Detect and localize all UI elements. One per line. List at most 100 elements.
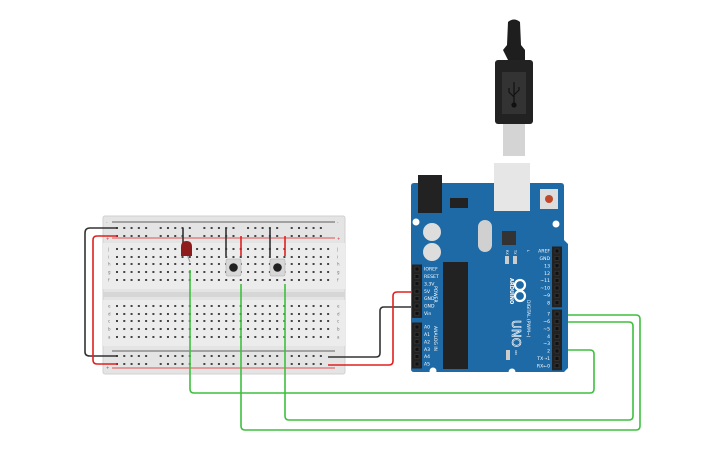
breadboard-hole[interactable]	[319, 271, 322, 273]
breadboard-hole[interactable]	[210, 271, 213, 273]
breadboard-hole[interactable]	[312, 305, 315, 307]
breadboard-hole[interactable]	[152, 336, 155, 338]
rail-hole[interactable]	[166, 363, 169, 365]
breadboard-hole[interactable]	[203, 248, 206, 250]
breadboard-hole[interactable]	[159, 256, 162, 258]
rail-hole[interactable]	[174, 227, 177, 229]
breadboard-hole[interactable]	[232, 320, 235, 322]
breadboard-hole[interactable]	[188, 263, 191, 265]
breadboard-hole[interactable]	[319, 256, 322, 258]
header-pin[interactable]	[554, 263, 560, 269]
rail-hole[interactable]	[305, 235, 308, 237]
rail-hole[interactable]	[137, 227, 140, 229]
header-pin[interactable]	[554, 278, 560, 283]
rail-hole[interactable]	[290, 227, 293, 229]
breadboard-hole[interactable]	[268, 279, 271, 281]
header-pin[interactable]	[414, 332, 420, 337]
breadboard-hole[interactable]	[239, 279, 242, 281]
breadboard-hole[interactable]	[268, 313, 271, 315]
rail-hole[interactable]	[247, 235, 250, 237]
rail-hole[interactable]	[298, 227, 300, 229]
rail-hole[interactable]	[123, 227, 126, 229]
breadboard-hole[interactable]	[268, 328, 271, 330]
breadboard-hole[interactable]	[181, 328, 184, 330]
breadboard-hole[interactable]	[210, 248, 213, 250]
breadboard-hole[interactable]	[247, 271, 250, 273]
breadboard-hole[interactable]	[181, 320, 184, 322]
breadboard-hole[interactable]	[305, 313, 308, 315]
breadboard-hole[interactable]	[130, 263, 133, 265]
breadboard-hole[interactable]	[210, 279, 213, 281]
wire-green-button2-pin6[interactable]	[284, 284, 634, 421]
breadboard-hole[interactable]	[298, 279, 300, 281]
breadboard-hole[interactable]	[159, 271, 162, 273]
breadboard-hole[interactable]	[196, 248, 199, 250]
breadboard-hole[interactable]	[232, 328, 235, 330]
breadboard-hole[interactable]	[137, 320, 140, 322]
rail-hole[interactable]	[217, 227, 220, 229]
breadboard-hole[interactable]	[298, 313, 300, 315]
breadboard-hole[interactable]	[137, 271, 140, 273]
breadboard-hole[interactable]	[203, 256, 206, 258]
rail-hole[interactable]	[305, 363, 308, 365]
breadboard-hole[interactable]	[225, 256, 228, 258]
breadboard-hole[interactable]	[166, 336, 169, 338]
rail-hole[interactable]	[319, 235, 322, 237]
rail-hole[interactable]	[210, 227, 213, 229]
breadboard-hole[interactable]	[319, 248, 322, 250]
rail-hole[interactable]	[247, 355, 250, 357]
breadboard-hole[interactable]	[261, 256, 264, 258]
breadboard-hole[interactable]	[283, 256, 286, 258]
breadboard-hole[interactable]	[123, 328, 126, 330]
breadboard-hole[interactable]	[217, 320, 220, 322]
breadboard-hole[interactable]	[290, 271, 293, 273]
breadboard-hole[interactable]	[130, 248, 133, 250]
breadboard-hole[interactable]	[247, 263, 250, 265]
wires[interactable]	[84, 227, 641, 431]
breadboard-hole[interactable]	[327, 313, 330, 315]
breadboard-hole[interactable]	[123, 313, 126, 315]
breadboard-hole[interactable]	[116, 313, 118, 315]
rail-hole[interactable]	[312, 355, 315, 357]
breadboard-hole[interactable]	[116, 279, 118, 281]
rail-hole[interactable]	[174, 363, 177, 365]
breadboard-hole[interactable]	[116, 305, 118, 307]
header-pin[interactable]	[554, 333, 560, 339]
rail-hole[interactable]	[159, 355, 162, 357]
breadboard-hole[interactable]	[298, 320, 300, 322]
breadboard-hole[interactable]	[152, 328, 155, 330]
breadboard-hole[interactable]	[130, 320, 133, 322]
breadboard-hole[interactable]	[116, 320, 118, 322]
breadboard-hole[interactable]	[327, 336, 330, 338]
breadboard-hole[interactable]	[327, 271, 330, 273]
breadboard-hole[interactable]	[130, 313, 133, 315]
breadboard-hole[interactable]	[137, 328, 140, 330]
breadboard-hole[interactable]	[217, 279, 220, 281]
breadboard-hole[interactable]	[196, 313, 199, 315]
breadboard-hole[interactable]	[217, 248, 220, 250]
rail-hole[interactable]	[210, 363, 213, 365]
breadboard-hole[interactable]	[152, 313, 155, 315]
breadboard-hole[interactable]	[327, 248, 330, 250]
breadboard-hole[interactable]	[276, 320, 279, 322]
breadboard-hole[interactable]	[298, 256, 300, 258]
breadboard-hole[interactable]	[166, 256, 169, 258]
breadboard-hole[interactable]	[152, 279, 155, 281]
breadboard-hole[interactable]	[203, 328, 206, 330]
breadboard-hole[interactable]	[181, 263, 184, 265]
breadboard-hole[interactable]	[152, 263, 155, 265]
breadboard-hole[interactable]	[145, 256, 148, 258]
header-pin[interactable]	[554, 256, 560, 261]
breadboard-hole[interactable]	[217, 313, 220, 315]
breadboard-hole[interactable]	[130, 256, 133, 258]
breadboard-hole[interactable]	[276, 328, 279, 330]
breadboard-hole[interactable]	[137, 279, 140, 281]
breadboard-hole[interactable]	[181, 336, 184, 338]
breadboard-hole[interactable]	[305, 328, 308, 330]
breadboard-hole[interactable]	[203, 313, 206, 315]
breadboard-hole[interactable]	[276, 313, 279, 315]
breadboard-hole[interactable]	[174, 263, 177, 265]
breadboard-hole[interactable]	[319, 263, 322, 265]
rail-hole[interactable]	[145, 235, 148, 237]
header-pin[interactable]	[414, 281, 420, 287]
